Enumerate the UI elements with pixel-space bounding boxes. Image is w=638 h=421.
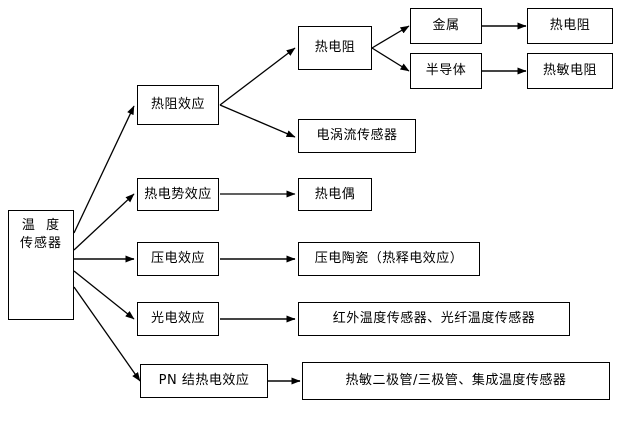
node-temperature-sensor[interactable]: 温 度 传感器 xyxy=(8,210,74,320)
edge-root-to-pn-junction xyxy=(73,286,141,382)
node-label: 热敏二极管/三极管、集成温度传感器 xyxy=(345,373,567,389)
node-label: 压电效应 xyxy=(150,251,205,267)
node-output-thermistor[interactable]: 热敏电阻 xyxy=(527,53,613,89)
node-device-semiconductor-sensors[interactable]: 热敏二极管/三极管、集成温度传感器 xyxy=(302,362,610,400)
node-effect-thermoelectric-potential[interactable]: 热电势效应 xyxy=(137,178,219,211)
node-effect-piezoelectric[interactable]: 压电效应 xyxy=(137,242,219,276)
node-label: 热电势效应 xyxy=(144,186,212,202)
node-device-piezo-ceramic[interactable]: 压电陶瓷（热释电效应） xyxy=(298,242,480,276)
edge-rtd-to-metal xyxy=(371,25,410,49)
node-label: 红外温度传感器、光纤温度传感器 xyxy=(332,311,536,327)
node-effect-pn-junction[interactable]: PN 结热电效应 xyxy=(140,364,268,398)
node-label: 热阻效应 xyxy=(150,97,205,113)
node-effect-photoelectric[interactable]: 光电效应 xyxy=(137,302,219,336)
node-device-rtd[interactable]: 热电阻 xyxy=(298,26,372,70)
node-label: 热电阻 xyxy=(549,18,591,34)
node-device-optical-sensors[interactable]: 红外温度传感器、光纤温度传感器 xyxy=(298,302,570,336)
node-output-rtd[interactable]: 热电阻 xyxy=(527,8,613,44)
node-material-semiconductor[interactable]: 半导体 xyxy=(410,53,482,89)
node-label: 金属 xyxy=(432,18,460,34)
node-label: 电涡流传感器 xyxy=(316,128,398,144)
edge-root-to-thermoelectric-potential xyxy=(73,193,135,251)
node-effect-thermal-resistance[interactable]: 热阻效应 xyxy=(137,85,219,125)
node-label: 热敏电阻 xyxy=(542,63,597,79)
edge-thermal-resistance-to-rtd xyxy=(219,47,296,106)
node-label: 半导体 xyxy=(425,63,467,79)
node-material-metal[interactable]: 金属 xyxy=(410,8,482,44)
node-device-eddy-current-sensor[interactable]: 电涡流传感器 xyxy=(298,119,416,153)
edge-root-to-thermal-resistance xyxy=(73,105,135,234)
node-label: 光电效应 xyxy=(150,311,205,327)
node-device-thermocouple[interactable]: 热电偶 xyxy=(298,178,372,211)
edge-root-to-photoelectric xyxy=(73,270,135,320)
node-label: 压电陶瓷（热释电效应） xyxy=(314,251,464,267)
edge-thermal-resistance-to-eddy-current xyxy=(219,104,296,138)
edge-rtd-to-semiconductor xyxy=(371,47,410,72)
node-label: PN 结热电效应 xyxy=(158,373,250,389)
node-label: 热电偶 xyxy=(314,186,356,202)
node-label: 热电阻 xyxy=(314,40,356,56)
node-label: 温 度 传感器 xyxy=(19,218,62,251)
